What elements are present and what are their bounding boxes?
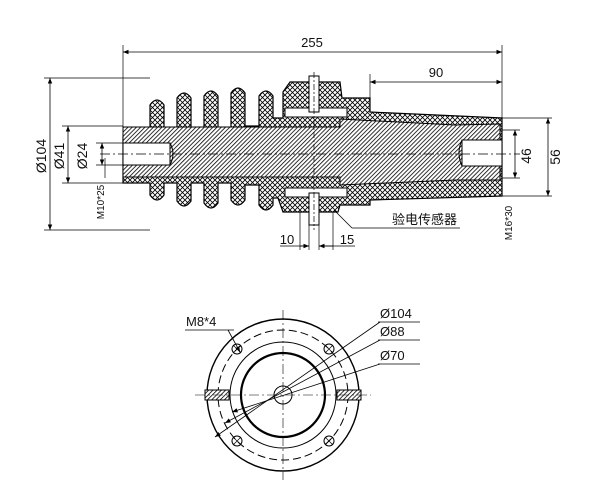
dim-15: 15: [340, 232, 354, 247]
sensor-label: 验电传感器: [392, 212, 457, 227]
side-view: 255 90 Ø104 Ø41 Ø24 M10*25 56 46 M16*30 …: [33, 35, 563, 250]
label-d104: Ø104: [380, 306, 412, 321]
dim-m10: M10*25: [96, 184, 107, 219]
dim-m16: M16*30: [504, 205, 515, 240]
label-m8: M8*4: [186, 314, 216, 329]
dim-10: 10: [280, 232, 294, 247]
bolt-hole: [323, 343, 335, 355]
dim-56: 56: [547, 149, 563, 165]
label-d70: Ø70: [380, 348, 405, 363]
end-view: M8*4 Ø104 Ø88 Ø70: [185, 306, 420, 480]
dim-90: 90: [429, 65, 443, 80]
bolt-hole: [231, 435, 243, 447]
right-thread-hole: [461, 139, 503, 167]
conductor-core: [122, 118, 501, 186]
label-d88: Ø88: [380, 324, 405, 339]
dim-d104: Ø104: [33, 139, 49, 173]
dim-255: 255: [301, 35, 323, 50]
bolt-hole: [231, 343, 243, 355]
dim-46: 46: [518, 148, 534, 164]
dim-d41: Ø41: [51, 143, 67, 170]
dim-d24: Ø24: [74, 143, 90, 170]
bolt-hole: [323, 435, 335, 447]
